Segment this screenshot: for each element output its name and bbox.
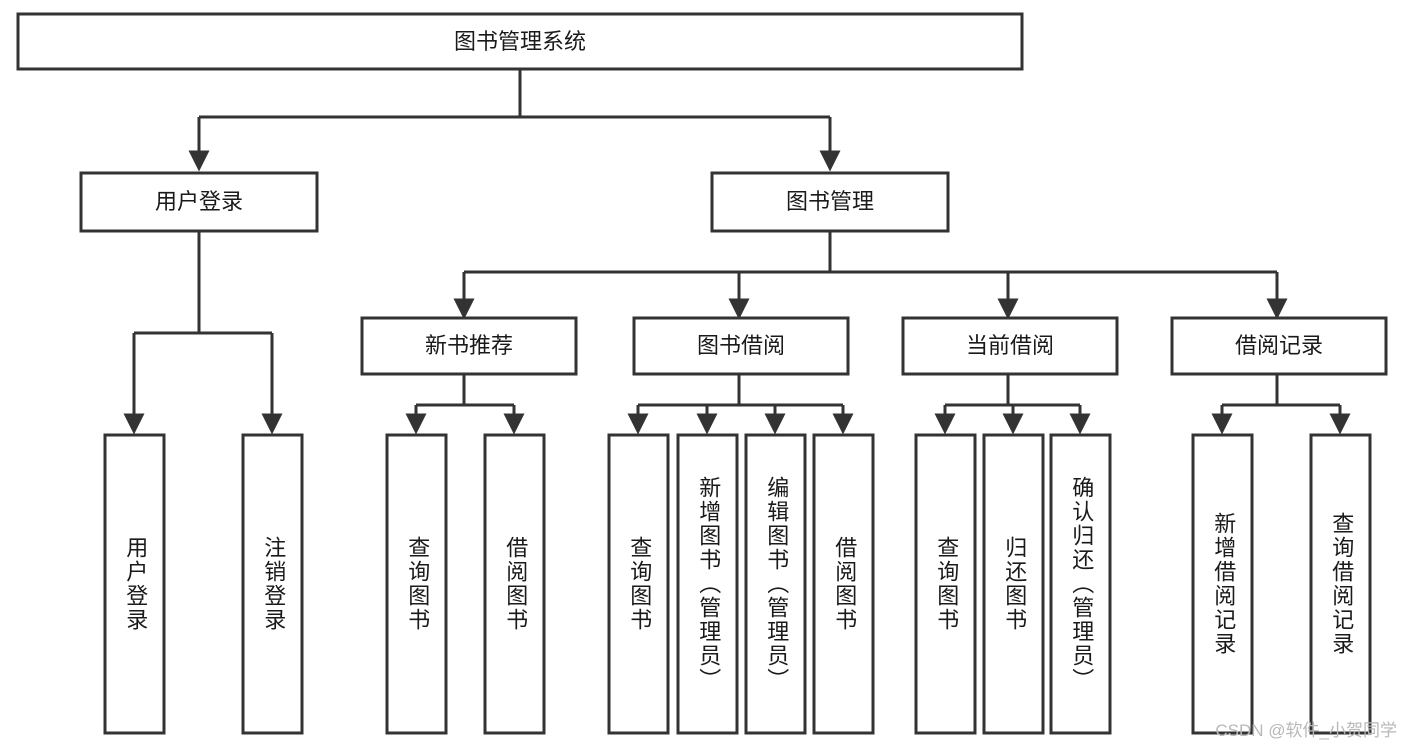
csdn-watermark: CSDN @软件_小贺同学 (1215, 721, 1397, 740)
node-leaf-confirm-return[interactable]: 确认归还（管理员） (1049, 433, 1112, 735)
node-leaf-user-login-label: 用户登录 (123, 536, 148, 632)
node-leaf-edit-book-box[interactable] (744, 433, 807, 735)
node-leaf-edit-book[interactable]: 编辑图书（管理员） (744, 433, 807, 735)
edge-group-current-borrow (934, 374, 1091, 435)
node-leaf-borrow-book-2-box[interactable] (812, 433, 875, 735)
node-leaf-borrow-book-1[interactable]: 借阅图书 (483, 433, 546, 735)
node-new-book-recommend-label: 新书推荐 (425, 333, 513, 358)
node-leaf-edit-book-label: 编辑图书（管理员） (764, 476, 789, 692)
node-leaf-borrow-book-2-label: 借阅图书 (832, 536, 857, 632)
node-leaf-return-book-label: 归还图书 (1002, 536, 1027, 632)
node-book-borrow-box[interactable] (632, 316, 850, 376)
node-book-management[interactable]: 图书管理 (710, 171, 950, 233)
node-borrow-record-box[interactable] (1170, 316, 1388, 376)
node-leaf-query-book-2-box[interactable] (607, 433, 670, 735)
node-new-book-recommend-box[interactable] (360, 316, 578, 376)
node-leaf-user-logout-box[interactable] (241, 433, 304, 735)
edge-group-root (188, 69, 841, 172)
edge-group-new-book-recommend (405, 374, 525, 435)
node-user-login-box[interactable] (79, 171, 319, 233)
node-leaf-query-book-3[interactable]: 查询图书 (914, 433, 977, 735)
node-leaf-borrow-book-1-label: 借阅图书 (503, 536, 528, 632)
node-leaf-query-record-label: 查询借阅记录 (1329, 512, 1354, 656)
node-current-borrow-label: 当前借阅 (966, 333, 1054, 358)
edge-group-book-borrow (627, 374, 854, 435)
node-root-box[interactable] (16, 12, 1024, 71)
node-current-borrow-box[interactable] (901, 316, 1119, 376)
node-leaf-query-book-2[interactable]: 查询图书 (607, 433, 670, 735)
node-user-login-label: 用户登录 (155, 189, 243, 214)
node-leaf-return-book-box[interactable] (982, 433, 1045, 735)
node-leaf-query-book-3-label: 查询图书 (934, 536, 959, 632)
node-leaf-query-book-1[interactable]: 查询图书 (385, 433, 448, 735)
node-leaf-borrow-book-2[interactable]: 借阅图书 (812, 433, 875, 735)
node-leaf-user-logout[interactable]: 注销登录 (241, 433, 304, 735)
node-root[interactable]: 图书管理系统 (16, 12, 1024, 71)
node-leaf-confirm-return-box[interactable] (1049, 433, 1112, 735)
node-leaf-add-book-label: 新增图书（管理员） (696, 476, 721, 692)
node-borrow-record-label: 借阅记录 (1235, 333, 1323, 358)
node-user-login[interactable]: 用户登录 (79, 171, 319, 233)
node-leaf-borrow-book-1-box[interactable] (483, 433, 546, 735)
node-book-borrow-label: 图书借阅 (697, 333, 785, 358)
node-leaf-query-book-1-label: 查询图书 (405, 536, 430, 632)
edge-group-book-management (453, 232, 1288, 320)
node-leaf-return-book[interactable]: 归还图书 (982, 433, 1045, 735)
node-leaf-user-login[interactable]: 用户登录 (103, 433, 166, 735)
node-leaf-query-book-1-box[interactable] (385, 433, 448, 735)
node-leaf-query-book-3-box[interactable] (914, 433, 977, 735)
node-leaf-confirm-return-label: 确认归还（管理员） (1069, 476, 1094, 692)
node-book-management-box[interactable] (710, 171, 950, 233)
edge-group-user-login (123, 232, 283, 435)
node-borrow-record[interactable]: 借阅记录 (1170, 316, 1388, 376)
node-leaf-user-login-box[interactable] (103, 433, 166, 735)
node-book-management-label: 图书管理 (786, 189, 874, 214)
node-leaf-query-record-box[interactable] (1309, 433, 1372, 735)
node-leaf-query-record[interactable]: 查询借阅记录 (1309, 433, 1372, 735)
node-root-label: 图书管理系统 (454, 29, 586, 54)
node-leaf-add-record-box[interactable] (1191, 433, 1254, 735)
node-book-borrow[interactable]: 图书借阅 (632, 316, 850, 376)
node-leaf-add-book-box[interactable] (676, 433, 739, 735)
edge-group-borrow-record (1211, 374, 1351, 435)
node-leaf-add-record[interactable]: 新增借阅记录 (1191, 433, 1254, 735)
node-leaf-add-book[interactable]: 新增图书（管理员） (676, 433, 739, 735)
node-leaf-query-book-2-label: 查询图书 (627, 536, 652, 632)
node-leaf-add-record-label: 新增借阅记录 (1211, 512, 1236, 656)
node-new-book-recommend[interactable]: 新书推荐 (360, 316, 578, 376)
node-leaf-user-logout-label: 注销登录 (261, 536, 286, 632)
node-current-borrow[interactable]: 当前借阅 (901, 316, 1119, 376)
